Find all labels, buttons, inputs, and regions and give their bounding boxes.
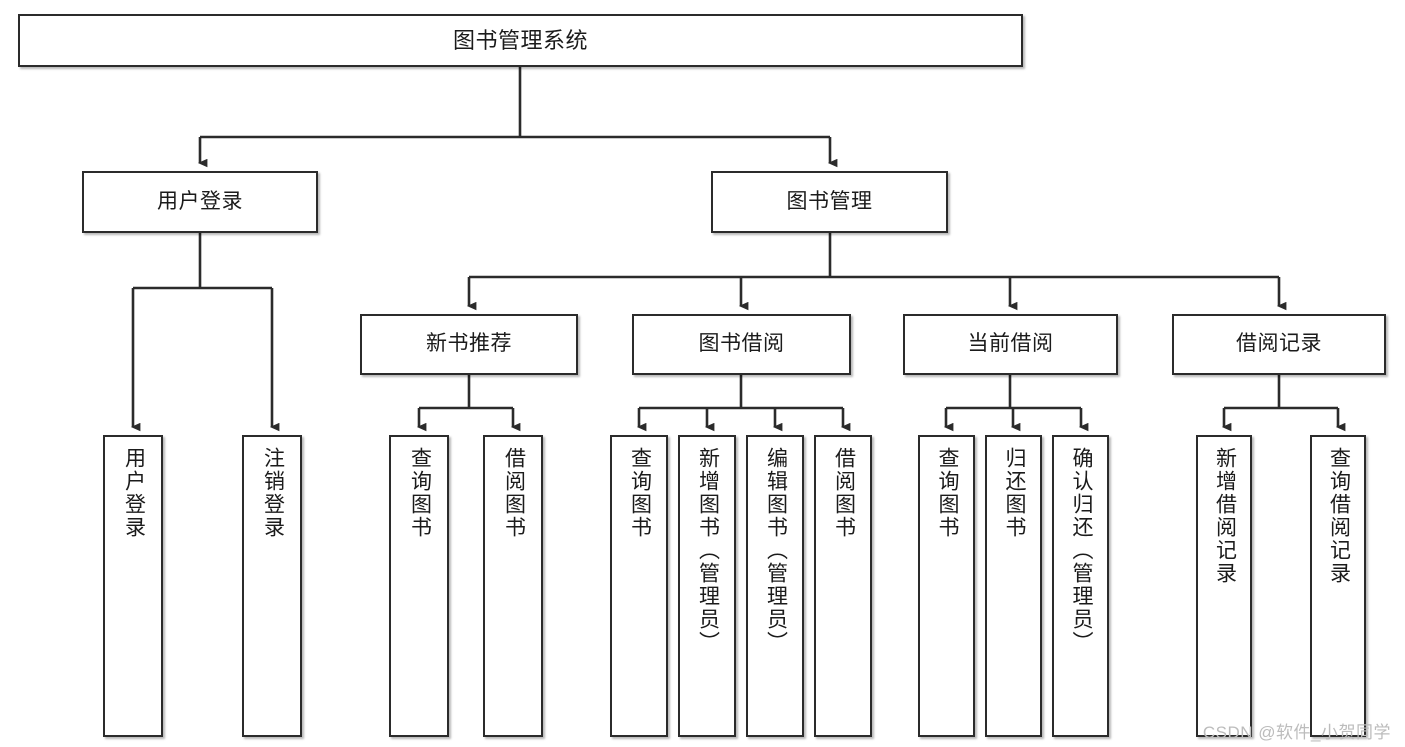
node-label: 新增借阅记录: [1213, 447, 1237, 585]
node-new-book-recommend[interactable]: 新书推荐: [360, 314, 578, 375]
watermark-text: CSDN @软件_小贺同学: [1202, 723, 1391, 742]
node-label: 查询图书: [408, 447, 432, 539]
node-label: 借阅图书: [502, 447, 526, 539]
node-current-borrow[interactable]: 当前借阅: [903, 314, 1118, 375]
leaf-add-borrow-record[interactable]: 新增借阅记录: [1196, 435, 1252, 737]
node-book-management[interactable]: 图书管理: [711, 171, 948, 233]
leaf-query-book-borrow[interactable]: 查询图书: [610, 435, 668, 737]
node-label: 确认归还（管理员）: [1069, 447, 1093, 654]
leaf-add-book-admin[interactable]: 新增图书（管理员）: [678, 435, 736, 737]
node-label: 图书管理系统: [452, 27, 588, 53]
node-label: 编辑图书（管理员）: [764, 447, 788, 654]
node-label: 借阅图书: [832, 447, 856, 539]
node-label: 用户登录: [157, 189, 243, 213]
node-label: 用户登录: [122, 447, 146, 539]
node-label: 注销登录: [261, 447, 285, 539]
node-label: 图书管理: [786, 189, 873, 213]
leaf-return-book[interactable]: 归还图书: [985, 435, 1042, 737]
node-label: 新增图书（管理员）: [696, 447, 720, 654]
node-label: 查询借阅记录: [1327, 447, 1351, 585]
node-user-login[interactable]: 用户登录: [82, 171, 318, 233]
leaf-query-book-current[interactable]: 查询图书: [918, 435, 975, 737]
leaf-edit-book-admin[interactable]: 编辑图书（管理员）: [746, 435, 804, 737]
node-label: 图书借阅: [698, 332, 785, 356]
leaf-borrow-book-recommend[interactable]: 借阅图书: [483, 435, 543, 737]
leaf-query-book-recommend[interactable]: 查询图书: [389, 435, 449, 737]
node-label: 归还图书: [1002, 447, 1026, 539]
leaf-user-login[interactable]: 用户登录: [103, 435, 163, 737]
node-label: 当前借阅: [967, 332, 1054, 356]
node-borrow-record[interactable]: 借阅记录: [1172, 314, 1386, 375]
leaf-confirm-return-admin[interactable]: 确认归还（管理员）: [1052, 435, 1109, 737]
node-label: 借阅记录: [1236, 332, 1322, 356]
leaf-borrow-book[interactable]: 借阅图书: [814, 435, 872, 737]
node-label: 新书推荐: [426, 332, 512, 356]
node-label: 查询图书: [628, 447, 652, 539]
leaf-query-borrow-record[interactable]: 查询借阅记录: [1310, 435, 1366, 737]
node-book-borrow[interactable]: 图书借阅: [632, 314, 851, 375]
node-root-system[interactable]: 图书管理系统: [18, 14, 1023, 67]
leaf-user-logout[interactable]: 注销登录: [242, 435, 302, 737]
node-label: 查询图书: [935, 447, 959, 539]
